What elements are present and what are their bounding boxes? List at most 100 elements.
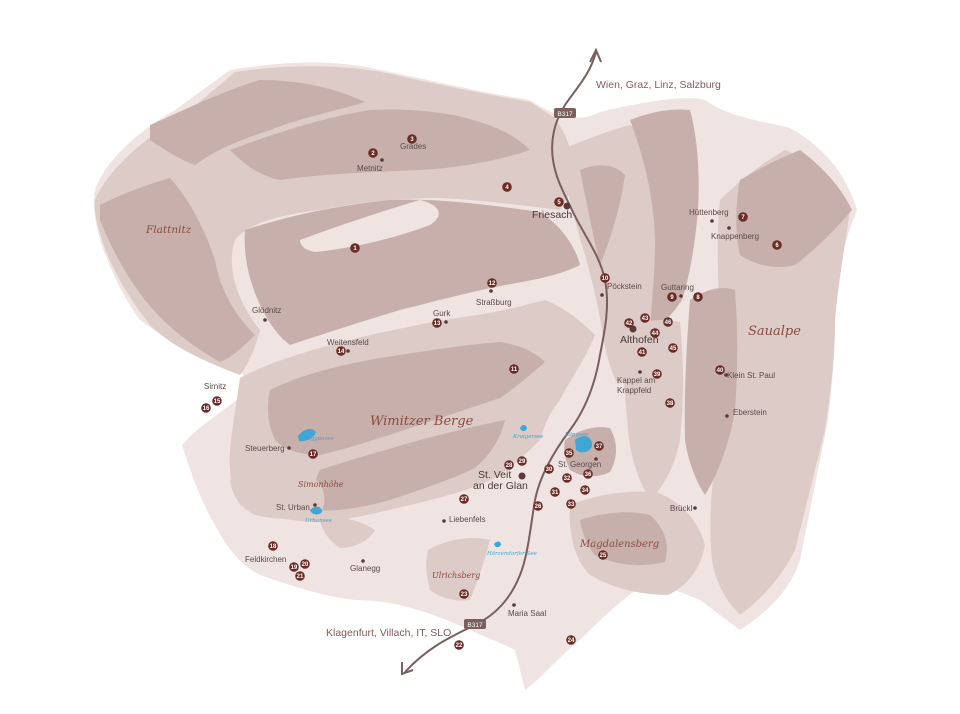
town-steuerberg: Steuerberg	[245, 444, 285, 453]
poi-marker-22[interactable]: 22	[454, 640, 464, 650]
poi-marker-circle	[509, 364, 519, 374]
poi-marker-29[interactable]: 29	[517, 456, 527, 466]
poi-marker-circle	[594, 441, 604, 451]
poi-marker-12[interactable]: 12	[487, 278, 497, 288]
poi-marker-circle	[487, 278, 497, 288]
poi-marker-number: 25	[600, 553, 607, 559]
town-dot-eberstein	[725, 414, 729, 418]
town-eberstein: Eberstein	[733, 408, 767, 417]
town-dot-st-urban	[313, 503, 317, 507]
terrain	[93, 62, 858, 690]
town-glanegg: Glanegg	[350, 564, 380, 573]
poi-marker-21[interactable]: 21	[295, 571, 305, 581]
poi-marker-circle	[504, 460, 514, 470]
poi-marker-39[interactable]: 39	[652, 369, 662, 379]
poi-marker-30[interactable]: 30	[544, 464, 554, 474]
town-gloednitz: Glödnitz	[252, 306, 281, 315]
town-gurk: Gurk	[433, 309, 451, 318]
town-dot-st-veit	[518, 472, 526, 480]
terrain-wimitzer-ridge	[313, 420, 505, 511]
poi-marker-10[interactable]: 10	[600, 273, 610, 283]
town-dot-weitensfeld	[346, 349, 350, 353]
poi-marker-31[interactable]: 31	[550, 487, 560, 497]
poi-marker-42[interactable]: 42	[624, 318, 634, 328]
terrain-ridge-2	[230, 109, 530, 180]
poi-marker-number: 42	[626, 321, 633, 327]
poi-marker-circle	[454, 640, 464, 650]
poi-marker-number: 22	[456, 643, 463, 649]
town-weitensfeld: Weitensfeld	[327, 338, 369, 347]
poi-marker-number: 44	[652, 331, 659, 337]
poi-marker-number: 11	[511, 367, 518, 373]
poi-marker-number: 28	[506, 463, 513, 469]
poi-marker-19[interactable]: 19	[289, 562, 299, 572]
poi-marker-circle	[562, 473, 572, 483]
town-liebenfels: Liebenfels	[449, 515, 485, 524]
poi-marker-40[interactable]: 40	[715, 365, 725, 375]
poi-marker-28[interactable]: 28	[504, 460, 514, 470]
town-dot-huettenberg	[710, 219, 714, 223]
poi-marker-2[interactable]: 2	[368, 148, 378, 158]
poi-marker-number: 35	[566, 451, 573, 457]
poi-marker-circle	[693, 292, 703, 302]
poi-marker-44[interactable]: 44	[650, 328, 660, 338]
poi-marker-1[interactable]: 1	[350, 243, 360, 253]
poi-marker-27[interactable]: 27	[459, 494, 469, 504]
poi-marker-36[interactable]: 36	[583, 469, 593, 479]
road-badge-south-label: B317	[467, 622, 483, 629]
lake-urbansee	[310, 506, 322, 515]
poi-marker-13[interactable]: 13	[432, 318, 442, 328]
road-badge-north-label: B317	[557, 111, 573, 118]
lake-label-goggausee: Goggausee	[303, 436, 335, 442]
region-magdalensberg: Magdalensberg	[579, 539, 659, 550]
poi-marker-34[interactable]: 34	[580, 485, 590, 495]
poi-marker-43[interactable]: 43	[640, 313, 650, 323]
poi-marker-circle	[564, 448, 574, 458]
poi-marker-23[interactable]: 23	[459, 589, 469, 599]
poi-marker-5[interactable]: 5	[554, 197, 564, 207]
poi-marker-8[interactable]: 8	[693, 292, 703, 302]
poi-marker-3[interactable]: 3	[407, 134, 417, 144]
poi-marker-number: 18	[270, 544, 277, 550]
poi-marker-number: 12	[489, 281, 496, 287]
poi-marker-41[interactable]: 41	[637, 347, 647, 357]
poi-marker-circle	[652, 369, 662, 379]
poi-marker-number: 32	[564, 476, 571, 482]
poi-marker-18[interactable]: 18	[268, 541, 278, 551]
poi-marker-circle	[350, 243, 360, 253]
poi-marker-number: 5	[557, 200, 561, 206]
town-feldkirchen: Feldkirchen	[245, 555, 286, 564]
poi-marker-number: 14	[338, 349, 345, 355]
poi-marker-35[interactable]: 35	[564, 448, 574, 458]
poi-marker-number: 24	[568, 638, 575, 644]
poi-marker-number: 40	[717, 368, 724, 374]
poi-marker-24[interactable]: 24	[566, 635, 576, 645]
poi-marker-38[interactable]: 38	[665, 398, 675, 408]
poi-marker-11[interactable]: 11	[509, 364, 519, 374]
poi-marker-number: 1	[353, 246, 357, 252]
town-labels: Friesach Althofen St. Veit an der Glan M…	[204, 142, 775, 618]
poi-marker-46[interactable]: 46	[663, 317, 673, 327]
town-dot-althofen	[629, 325, 637, 333]
poi-marker-14[interactable]: 14	[336, 346, 346, 356]
town-dot-friesach	[563, 202, 571, 210]
poi-marker-15[interactable]: 15	[212, 396, 222, 406]
poi-marker-9[interactable]: 9	[667, 292, 677, 302]
poi-marker-number: 29	[519, 459, 526, 465]
poi-marker-45[interactable]: 45	[668, 343, 678, 353]
poi-marker-4[interactable]: 4	[502, 182, 512, 192]
town-strassburg: Straßburg	[476, 298, 512, 307]
poi-marker-number: 9	[670, 295, 674, 301]
poi-marker-6[interactable]: 6	[772, 240, 782, 250]
poi-marker-circle	[580, 485, 590, 495]
poi-marker-20[interactable]: 20	[300, 559, 310, 569]
poi-marker-33[interactable]: 33	[566, 499, 576, 509]
poi-marker-32[interactable]: 32	[562, 473, 572, 483]
town-grades: Grades	[400, 142, 426, 151]
poi-marker-16[interactable]: 16	[201, 403, 211, 413]
poi-marker-26[interactable]: 26	[533, 501, 543, 511]
poi-marker-37[interactable]: 37	[594, 441, 604, 451]
poi-marker-17[interactable]: 17	[308, 449, 318, 459]
poi-marker-7[interactable]: 7	[738, 212, 748, 222]
poi-marker-25[interactable]: 25	[598, 550, 608, 560]
